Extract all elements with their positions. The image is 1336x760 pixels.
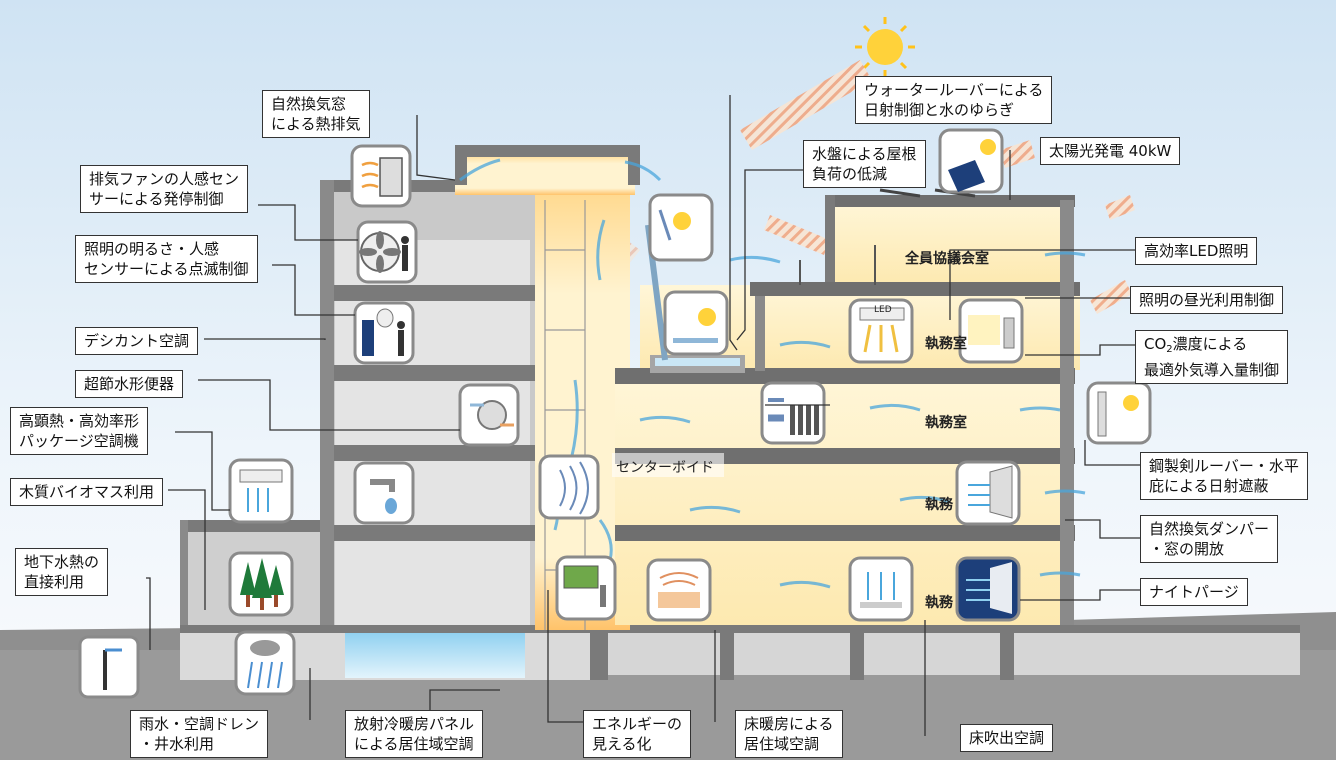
well-icon [78, 635, 140, 699]
floor-heating-icon [646, 558, 712, 622]
label-night-purge: ナイトパージ [1140, 578, 1248, 606]
radiant-panel-icon [538, 454, 600, 520]
label-biomass: 木質バイオマス利用 [10, 478, 164, 506]
label-water-basin: 水盤による屋根負荷の低減 [803, 140, 926, 188]
center-void [535, 150, 630, 630]
label-lighting-sensor: 照明の明るさ・人感センサーによる点滅制御 [75, 235, 258, 283]
label-radiant-panel: 放射冷暖房パネルによる居住域空調 [345, 710, 484, 758]
water-basin-icon [663, 290, 729, 356]
label-co2: CO2濃度による 最適外気導入量制御 [1135, 330, 1289, 384]
label-package-ac: 高顕熱・高効率形パッケージ空調機 [10, 407, 149, 455]
toilet-faucet-icon [353, 461, 415, 525]
led-text: LED [874, 305, 892, 315]
water-tank [345, 632, 525, 678]
label-led: 高効率LED照明 [1135, 237, 1258, 265]
label-natural-vent-window: 自然換気窓による熱排気 [262, 90, 370, 138]
label-damper: 自然換気ダンパー・窓の開放 [1140, 515, 1279, 563]
room-office-1: 執務室 [925, 336, 967, 352]
room-office-4: 執務 [925, 595, 953, 611]
center-void-label: センターボイド [616, 460, 714, 476]
room-office-2: 執務室 [925, 415, 967, 431]
label-daylight: 照明の昼光利用制御 [1130, 286, 1284, 314]
label-steel-louver: 鋼製剣ルーバー・水平庇による日射遮蔽 [1140, 452, 1308, 500]
label-floor-outlet: 床吹出空調 [960, 724, 1054, 752]
label-energy-visual: エネルギーの見える化 [583, 710, 692, 758]
label-water-louver: ウォータールーバーによる日射制御と水のゆらぎ [855, 76, 1053, 124]
leader-lines [146, 95, 1140, 736]
steel-louver-icon [1086, 381, 1152, 445]
label-rainwater: 雨水・空調ドレン・井水利用 [130, 710, 269, 758]
label-exhaust-fan: 排気ファンの人感センサーによる発停制御 [80, 165, 249, 213]
sun-icon [855, 17, 915, 77]
room-meeting: 全員協議会室 [905, 251, 989, 267]
airflow-arrows [459, 158, 1086, 589]
package-ac-icon [228, 458, 294, 524]
label-water-saving-toilet: 超節水形便器 [75, 370, 184, 398]
label-groundwater: 地下水熱の直接利用 [15, 548, 109, 596]
room-office-3: 執務 [925, 497, 953, 513]
label-solar: 太陽光発電 40kW [1040, 137, 1181, 165]
label-floor-heating: 床暖房による居住域空調 [735, 710, 843, 758]
label-desiccant: デシカント空調 [75, 327, 199, 355]
